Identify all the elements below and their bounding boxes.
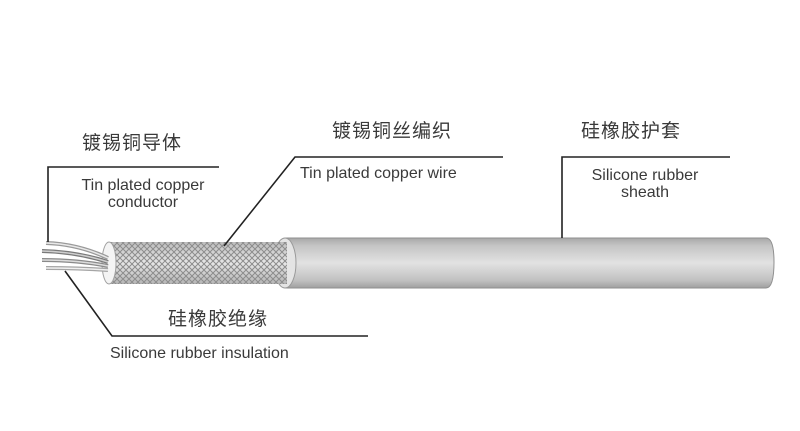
tin-plated-copper-braid xyxy=(101,241,287,285)
insulation-label-en: Silicone rubber insulation xyxy=(110,345,289,362)
insulated-conductors xyxy=(41,241,109,272)
conductor-label-en: Tin plated copper conductor xyxy=(58,177,228,212)
conductor-label-zh: 镀锡铜导体 xyxy=(82,132,183,154)
conductor-label-en-line1: Tin plated copper xyxy=(81,177,205,194)
leader-line-conductor xyxy=(47,166,219,242)
leader-line-insulation xyxy=(64,270,368,337)
leader-line-braid xyxy=(223,156,503,247)
sheath-label-en-line1: Silicone rubber xyxy=(591,167,699,184)
conductor-label-en-line2: conductor xyxy=(107,193,179,211)
braid-label-zh: 镀锡铜丝编织 xyxy=(332,120,453,142)
sheath-label-en-line2: sheath xyxy=(620,183,670,201)
sheath-label-zh: 硅橡胶护套 xyxy=(581,120,682,142)
silicone-rubber-sheath xyxy=(273,237,775,289)
insulation-label-zh: 硅橡胶绝缘 xyxy=(168,308,269,330)
leader-line-sheath xyxy=(561,156,730,238)
sheath-label-en: Silicone rubber sheath xyxy=(575,167,715,202)
braid-label-en: Tin plated copper wire xyxy=(300,165,457,182)
